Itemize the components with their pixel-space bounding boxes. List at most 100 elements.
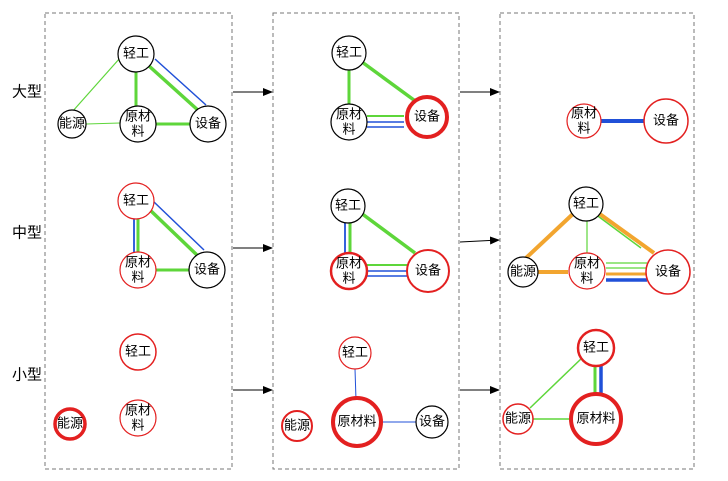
node-equip-label: 设备 xyxy=(655,264,681,280)
node-equip xyxy=(405,95,449,139)
node-light-label: 轻工 xyxy=(123,194,149,209)
p2-medium-edges xyxy=(344,211,417,277)
node-raw-label: 原材 xyxy=(336,108,362,123)
node-energy xyxy=(502,403,534,435)
node-equip-label: 设备 xyxy=(415,263,441,279)
node-raw xyxy=(119,251,157,289)
p1-large-nodes: 轻工 能源 原材 料 设备 xyxy=(57,35,227,143)
node-energy xyxy=(53,407,87,441)
node-light-label: 轻工 xyxy=(583,341,609,356)
node-equip xyxy=(645,249,691,295)
node-equip-label: 设备 xyxy=(414,109,440,125)
node-light-label: 轻工 xyxy=(342,346,368,361)
p1-medium-edges xyxy=(133,201,205,272)
node-energy-label: 能源 xyxy=(59,117,85,132)
node-light xyxy=(330,188,366,224)
node-light-label: 轻工 xyxy=(573,197,599,212)
node-light-label: 轻工 xyxy=(125,345,151,360)
node-light-label: 轻工 xyxy=(123,47,149,62)
p1-large-edges xyxy=(71,57,207,126)
node-light xyxy=(117,182,155,220)
node-light xyxy=(331,35,367,71)
node-raw xyxy=(330,103,368,141)
node-raw-label: 原材 xyxy=(571,107,597,122)
node-raw-label-2: 料 xyxy=(577,122,590,137)
node-light xyxy=(568,186,604,222)
node-raw-label: 原材 xyxy=(125,256,151,271)
node-raw-label: 原材料 xyxy=(337,415,376,430)
node-raw-label-2: 料 xyxy=(342,123,355,138)
edge xyxy=(354,368,357,401)
node-energy xyxy=(507,256,539,288)
node-light-label: 轻工 xyxy=(336,46,362,61)
node-raw xyxy=(568,252,606,290)
node-raw-label-2: 料 xyxy=(131,271,144,286)
node-equip xyxy=(189,105,227,143)
p2-large-edges xyxy=(347,60,420,128)
node-raw xyxy=(329,251,369,291)
node-light-label: 轻工 xyxy=(335,199,361,214)
p3-medium-nodes: 轻工 能源 原材 料 设备 xyxy=(507,186,691,295)
p2-small-nodes: 轻工 能源 原材料 设备 xyxy=(281,336,449,448)
node-energy-label: 能源 xyxy=(284,419,310,434)
node-raw-label: 原材 xyxy=(125,110,151,125)
node-raw-label: 原材 xyxy=(574,257,600,272)
node-equip-label: 设备 xyxy=(653,113,679,129)
node-light xyxy=(117,35,155,73)
node-equip xyxy=(643,98,689,144)
panel-3 xyxy=(499,12,695,470)
node-energy-label: 能源 xyxy=(57,417,83,432)
node-light xyxy=(576,328,616,368)
node-energy xyxy=(281,410,313,442)
node-energy xyxy=(57,109,87,139)
edge xyxy=(524,210,577,260)
edge xyxy=(360,60,420,105)
edge xyxy=(595,210,656,255)
node-raw-label: 原材 xyxy=(125,404,151,419)
p3-small-nodes: 轻工 能源 原材料 xyxy=(502,328,623,446)
node-equip xyxy=(415,405,449,439)
node-equip-label: 设备 xyxy=(194,262,220,278)
p2-large-nodes: 轻工 原材 料 设备 xyxy=(330,35,449,141)
edge xyxy=(71,57,121,113)
node-raw-label: 原材 xyxy=(336,257,362,272)
node-raw xyxy=(331,396,383,448)
edge xyxy=(154,58,207,106)
p3-medium-edges xyxy=(524,204,656,282)
p2-small-edges xyxy=(354,368,417,423)
edge xyxy=(85,122,121,125)
row-label-large: 大型 xyxy=(12,83,42,101)
node-raw-label-2: 料 xyxy=(131,125,144,140)
node-raw xyxy=(119,399,157,437)
edge xyxy=(147,64,202,114)
p2-medium-nodes: 轻工 原材 料 设备 xyxy=(329,188,450,293)
node-energy-label: 能源 xyxy=(510,265,536,280)
row-label-small: 小型 xyxy=(12,366,42,384)
node-raw-label-2: 料 xyxy=(342,272,355,287)
edge xyxy=(359,211,417,255)
node-light xyxy=(338,336,372,370)
node-equip xyxy=(406,249,450,293)
p1-small-nodes: 轻工 能源 原材 料 xyxy=(53,333,157,441)
node-equip-label: 设备 xyxy=(419,414,445,430)
row-label-medium: 中型 xyxy=(12,224,42,242)
edge xyxy=(153,201,205,251)
node-raw xyxy=(119,105,157,143)
p3-large-nodes: 原材 料 设备 xyxy=(566,98,689,144)
edge xyxy=(148,208,200,258)
edge xyxy=(529,356,584,409)
p1-medium-nodes: 轻工 原材 料 设备 xyxy=(117,182,226,289)
node-energy-label: 能源 xyxy=(505,412,531,427)
node-light xyxy=(119,333,157,371)
node-raw-label: 原材料 xyxy=(576,412,615,427)
node-raw-label-2: 料 xyxy=(131,419,144,434)
node-raw xyxy=(569,392,623,446)
arrow-medium-2 xyxy=(459,236,500,245)
node-equip-label: 设备 xyxy=(195,116,221,132)
node-raw-label-2: 料 xyxy=(580,272,593,287)
node-equip xyxy=(188,251,226,289)
panel-2 xyxy=(272,12,460,470)
panel-1 xyxy=(44,12,233,470)
